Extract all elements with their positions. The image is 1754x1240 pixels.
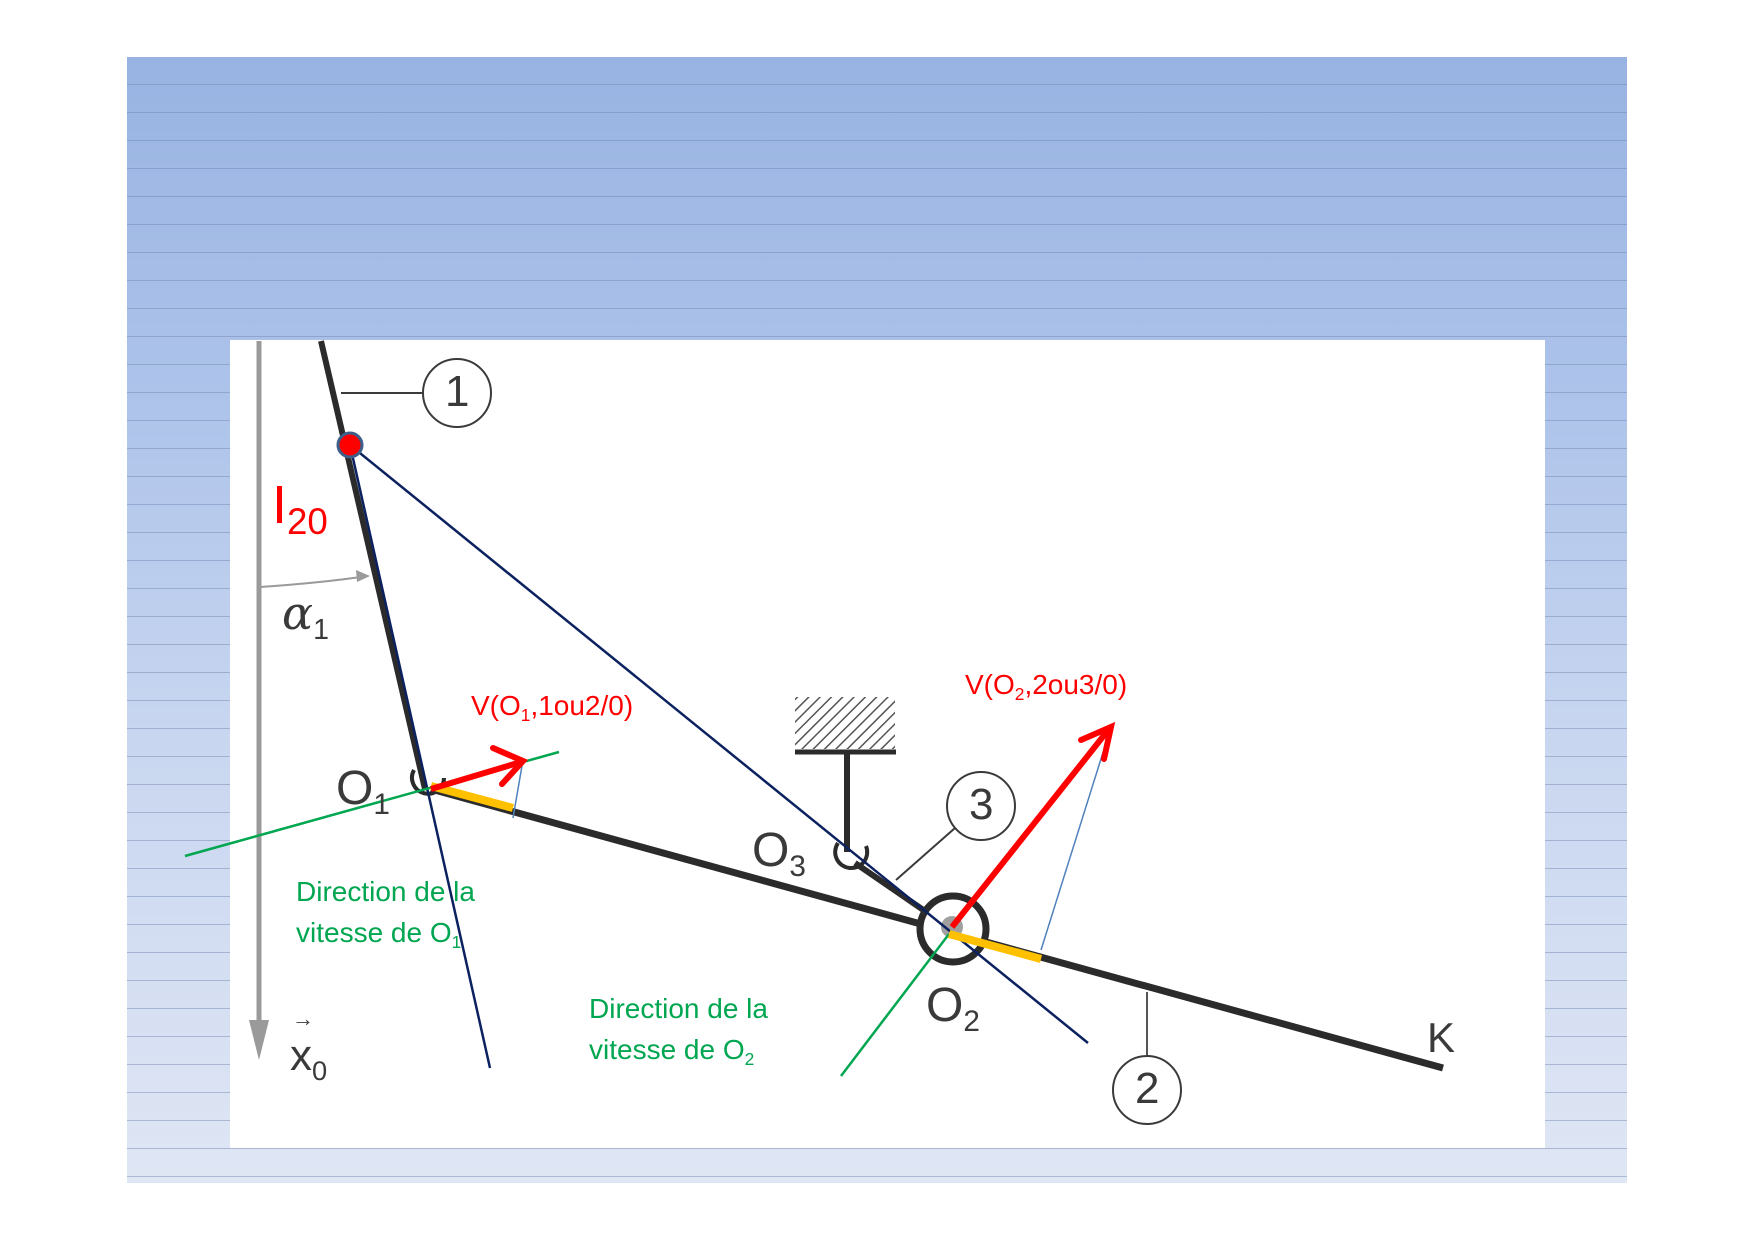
velocity-vector-o1-arrowhead (490, 745, 529, 787)
projection-o2 (947, 930, 1043, 963)
part-2-balloon (1112, 1055, 1182, 1125)
label-x0: x0 (290, 1031, 328, 1086)
projection-line-o1 (512, 759, 524, 819)
label-k: K (1427, 1014, 1456, 1061)
part-1-balloon (422, 358, 492, 428)
ground-frame-hatch (795, 697, 895, 749)
part-1-number: 1 (445, 367, 470, 416)
alpha1-arc-arrowhead (356, 570, 370, 582)
construction-line-i20-o2 (349, 444, 1089, 1044)
label-o1: O1 (336, 762, 390, 822)
label-i20: I20 (272, 475, 328, 543)
annotation-v-o2: V(O2,2ou3/0) (965, 669, 1128, 705)
part-3-number: 3 (969, 780, 994, 829)
part-3-balloon (946, 771, 1016, 841)
label-alpha1: α1 (282, 586, 329, 646)
construction-line-i20-o1 (348, 444, 492, 1069)
label-x0-arrow: → (292, 1006, 314, 1031)
link-3-leader (895, 827, 956, 881)
label-o3: O3 (752, 824, 806, 884)
link-1 (318, 340, 428, 790)
velocity-direction-o2 (840, 933, 950, 1077)
velocity-vector-o2 (949, 727, 1112, 929)
x0-axis-arrowhead (249, 1020, 269, 1060)
part-2-number: 2 (1135, 1064, 1160, 1113)
label-o2: O2 (926, 979, 980, 1039)
velocity-vector-o1 (430, 759, 522, 792)
velocity-vector-o2-arrowhead (1078, 721, 1116, 762)
icr-i20-point (336, 431, 364, 459)
projection-line-o2 (1040, 726, 1112, 951)
projection-o1 (429, 782, 515, 812)
alpha1-angle-arc (259, 575, 369, 588)
annotation-direction-o2: Direction de la vitesse de O2 (589, 993, 768, 1070)
annotation-direction-o1: Direction de la vitesse de O1 (296, 876, 475, 953)
annotation-v-o1: V(O1,1ou2/0) (471, 690, 634, 726)
joint-o3 (833, 841, 870, 870)
